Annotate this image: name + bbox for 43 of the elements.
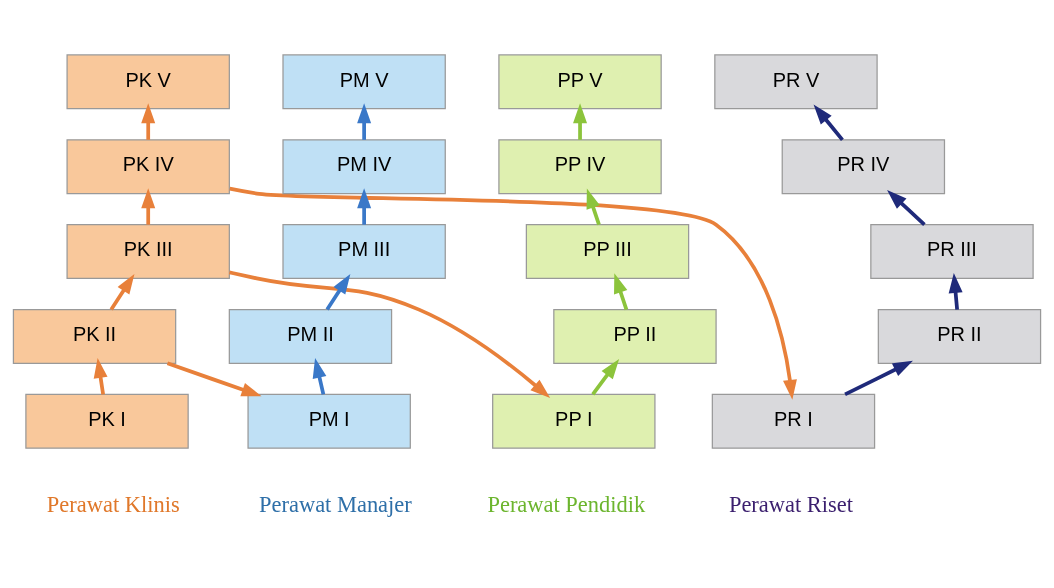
node-box: PR IV	[781, 139, 946, 195]
arrow	[887, 189, 926, 227]
node-box: PM I	[247, 393, 411, 449]
arrow	[614, 273, 629, 311]
arrow	[586, 188, 601, 226]
label: Perawat Pendidik	[487, 491, 646, 517]
node-box: PP III	[525, 224, 690, 280]
node-box: PM III	[282, 224, 446, 280]
node-box: PP II	[553, 308, 717, 364]
node-box: PK IV	[66, 139, 230, 195]
arrow	[357, 188, 372, 225]
node-box: PK III	[66, 224, 230, 280]
label: Perawat Manajer	[259, 491, 412, 517]
node-box: PM IV	[282, 139, 446, 195]
arrow	[844, 360, 913, 397]
node-box: PR I	[711, 393, 876, 449]
arrow	[141, 103, 156, 140]
label: Perawat Klinis	[46, 491, 180, 517]
arrow	[229, 186, 797, 400]
arrow	[573, 103, 588, 140]
arrow	[591, 359, 620, 396]
node-box: PM II	[228, 308, 393, 364]
node-box: PR III	[870, 224, 1034, 280]
node-box: PK I	[25, 393, 189, 449]
arrow	[312, 358, 327, 395]
arrow	[948, 273, 963, 310]
node-box: PM V	[282, 54, 446, 110]
arrow	[166, 361, 262, 397]
arrow	[109, 273, 135, 311]
node-box: PP V	[498, 54, 662, 110]
node-box: PK V	[66, 54, 230, 110]
arrow	[357, 103, 372, 140]
arrow	[93, 357, 108, 395]
node-box: PP IV	[498, 139, 662, 195]
arrow	[228, 270, 551, 399]
node-box: PP I	[492, 393, 656, 449]
node-box: PR II	[877, 308, 1042, 364]
label: Perawat Riset	[728, 491, 854, 517]
arrow	[325, 273, 351, 311]
arrow	[813, 104, 844, 142]
node-box: PR V	[714, 54, 878, 110]
node-box: PK II	[12, 308, 177, 364]
arrow	[141, 188, 156, 225]
